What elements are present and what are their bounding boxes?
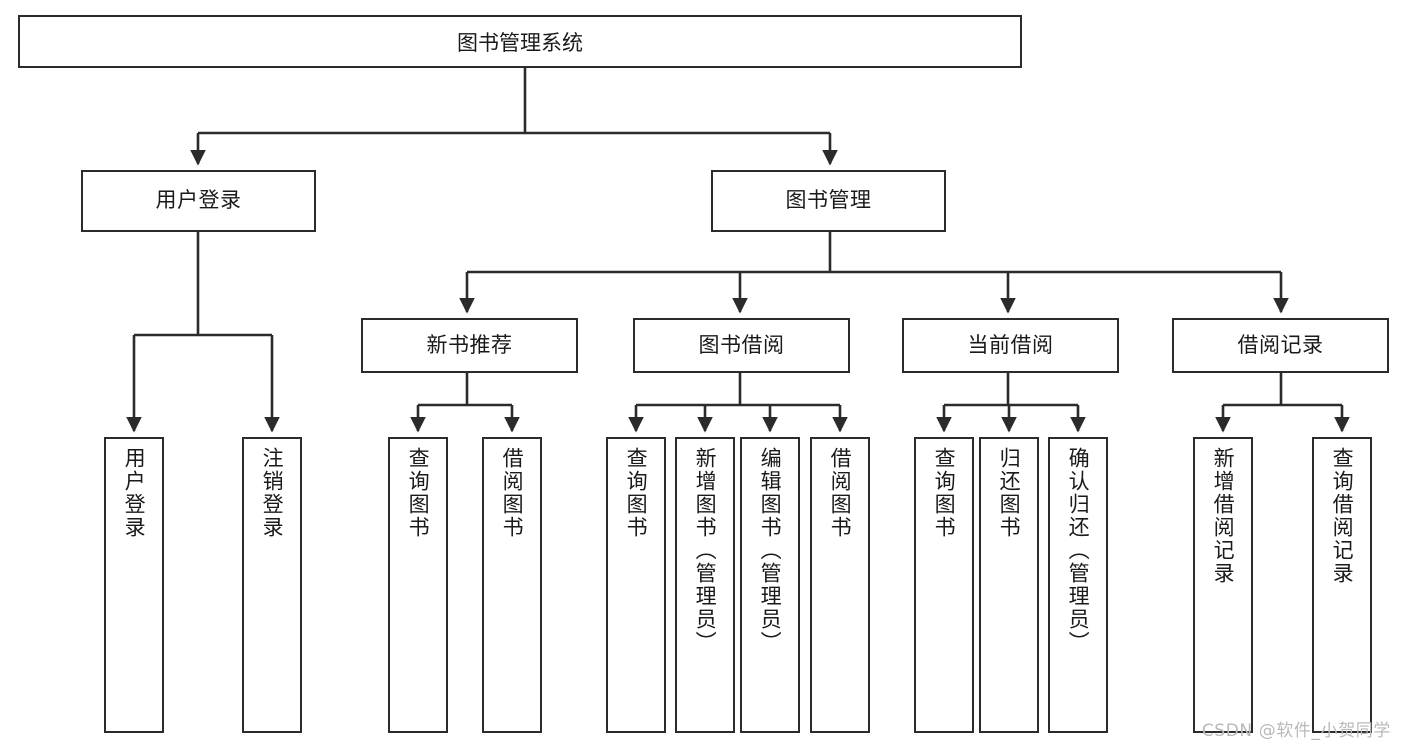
node-leaf-user-logout-label: 注销登录: [260, 447, 285, 539]
node-new-book-recommend-label: 新书推荐: [426, 332, 513, 357]
node-user-login-label: 用户登录: [155, 188, 242, 213]
node-leaf-borrow-book-1-label: 借阅图书: [500, 447, 525, 539]
node-borrow-record[interactable]: 借阅记录: [1172, 318, 1389, 373]
node-leaf-confirm-return-label: 确认归还（管理员）: [1066, 447, 1091, 654]
node-leaf-borrow-book-2-label: 借阅图书: [828, 447, 853, 539]
node-book-borrow-label: 图书借阅: [698, 332, 785, 357]
node-root[interactable]: 图书管理系统: [18, 15, 1022, 68]
node-borrow-record-label: 借阅记录: [1237, 332, 1324, 357]
node-leaf-add-book-label: 新增图书（管理员）: [693, 447, 718, 654]
node-leaf-query-book-2[interactable]: 查询图书: [606, 437, 666, 733]
node-leaf-borrow-book-1[interactable]: 借阅图书: [482, 437, 542, 733]
node-leaf-query-book-3[interactable]: 查询图书: [914, 437, 974, 733]
node-leaf-edit-book-label: 编辑图书（管理员）: [758, 447, 783, 654]
node-leaf-confirm-return[interactable]: 确认归还（管理员）: [1048, 437, 1108, 733]
node-leaf-borrow-book-2[interactable]: 借阅图书: [810, 437, 870, 733]
node-leaf-user-logout[interactable]: 注销登录: [242, 437, 302, 733]
node-leaf-edit-book[interactable]: 编辑图书（管理员）: [740, 437, 800, 733]
node-current-borrow[interactable]: 当前借阅: [902, 318, 1119, 373]
node-leaf-return-book[interactable]: 归还图书: [979, 437, 1039, 733]
node-leaf-query-book-1-label: 查询图书: [406, 447, 431, 539]
node-root-label: 图书管理系统: [457, 30, 583, 55]
node-leaf-query-record-label: 查询借阅记录: [1330, 447, 1355, 585]
node-leaf-query-book-3-label: 查询图书: [932, 447, 957, 539]
node-leaf-query-book-2-label: 查询图书: [624, 447, 649, 539]
node-leaf-query-book-1[interactable]: 查询图书: [388, 437, 448, 733]
node-new-book-recommend[interactable]: 新书推荐: [361, 318, 578, 373]
node-leaf-query-record[interactable]: 查询借阅记录: [1312, 437, 1372, 733]
node-book-manage[interactable]: 图书管理: [711, 170, 946, 232]
node-leaf-user-login-label: 用户登录: [122, 447, 147, 539]
node-leaf-add-book[interactable]: 新增图书（管理员）: [675, 437, 735, 733]
node-book-borrow[interactable]: 图书借阅: [633, 318, 850, 373]
node-user-login[interactable]: 用户登录: [81, 170, 316, 232]
csdn-watermark: CSDN @软件_小贺同学: [1201, 721, 1391, 741]
node-leaf-add-record[interactable]: 新增借阅记录: [1193, 437, 1253, 733]
node-leaf-add-record-label: 新增借阅记录: [1211, 447, 1236, 585]
node-current-borrow-label: 当前借阅: [967, 332, 1054, 357]
node-book-manage-label: 图书管理: [785, 188, 872, 213]
node-leaf-return-book-label: 归还图书: [997, 447, 1022, 539]
node-leaf-user-login[interactable]: 用户登录: [104, 437, 164, 733]
